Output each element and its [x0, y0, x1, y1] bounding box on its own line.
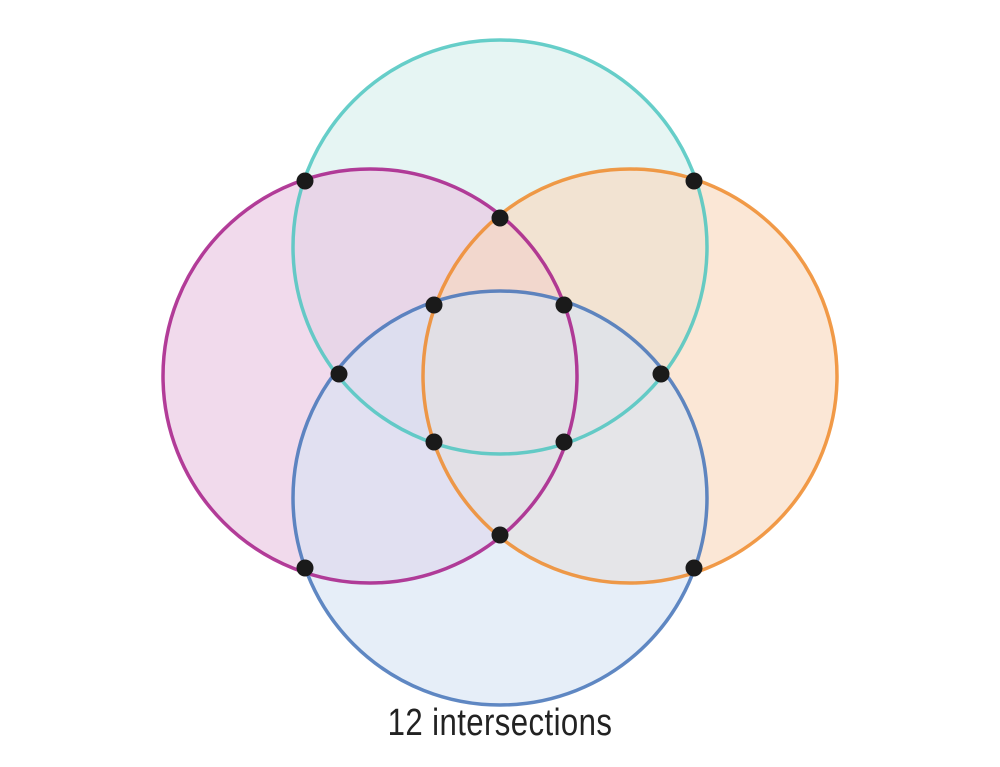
- intersection-point: [296, 172, 314, 190]
- intersection-point: [685, 559, 703, 577]
- circle-outlines: [161, 38, 839, 707]
- intersection-point: [555, 433, 573, 451]
- diagram-caption: 12 intersections: [387, 702, 613, 744]
- circle-top-outline: [291, 38, 709, 456]
- circle-left-outline: [161, 167, 579, 585]
- intersection-point: [330, 365, 348, 383]
- intersection-point: [685, 172, 703, 190]
- intersection-point: [491, 209, 509, 227]
- intersection-point: [425, 433, 443, 451]
- intersection-point: [652, 365, 670, 383]
- intersection-point: [555, 296, 573, 314]
- circle-fills: [163, 40, 837, 705]
- intersection-point: [425, 296, 443, 314]
- circle-bottom-fill: [293, 291, 707, 705]
- intersection-points: [296, 172, 703, 577]
- circle-bottom-outline: [291, 289, 709, 707]
- intersection-point: [491, 526, 509, 544]
- circle-right-outline: [421, 167, 839, 585]
- intersection-point: [296, 559, 314, 577]
